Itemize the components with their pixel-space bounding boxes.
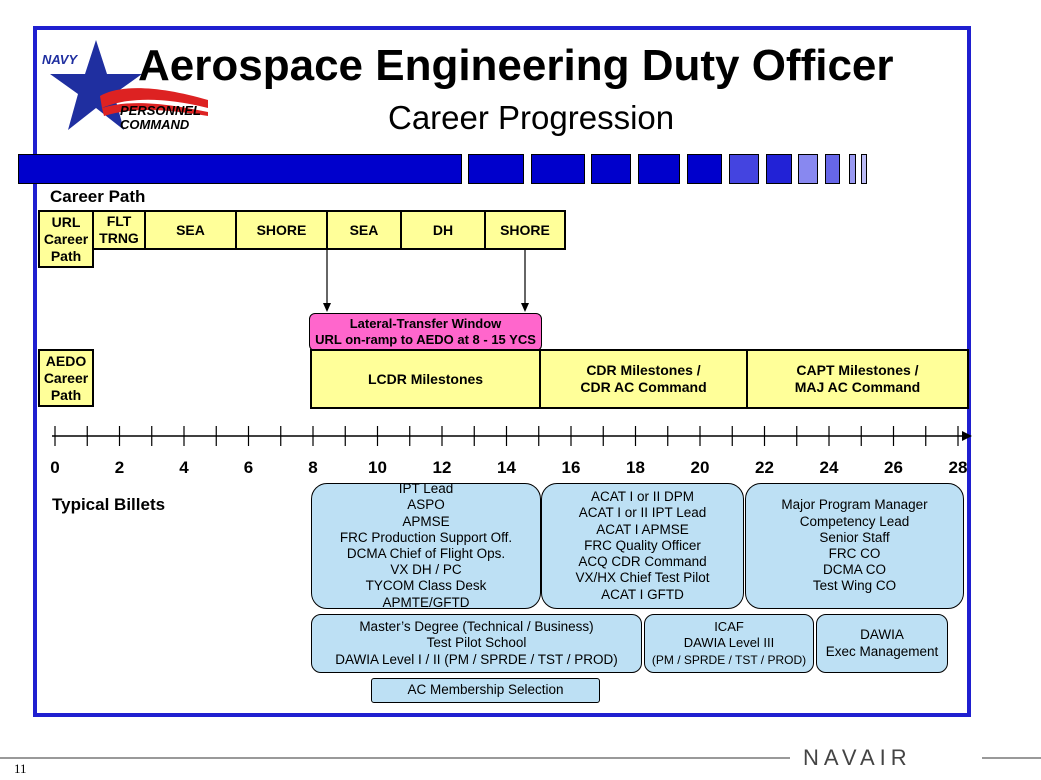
- transfer-arrows: [323, 250, 529, 312]
- navy-personnel-command-logo: NAVY PERSONNEL COMMAND: [40, 36, 212, 136]
- page-number: 11: [14, 761, 27, 776]
- navair-logo: NAVAIR: [803, 745, 912, 770]
- lcdr-milestones: LCDR Milestones: [310, 349, 541, 409]
- navy-star-icon: [50, 40, 208, 130]
- cdr-milestones: CDR Milestones / CDR AC Command: [539, 349, 748, 409]
- progress-bar-segment: [849, 154, 856, 184]
- timeline-label: 10: [368, 458, 387, 477]
- logo-navy-text: NAVY: [42, 52, 78, 67]
- progress-bar-segment: [798, 154, 818, 184]
- aedo-career-path-box: AEDO Career Path: [38, 349, 94, 407]
- ac-membership-selection: AC Membership Selection: [371, 678, 600, 703]
- typical-billets-label: Typical Billets: [52, 495, 166, 514]
- progress-bar-segment: [531, 154, 585, 184]
- progress-bar-segment: [766, 154, 792, 184]
- footer-line: [0, 757, 1041, 759]
- timeline-label: 20: [690, 458, 710, 477]
- page-subtitle: Career Progression: [388, 99, 675, 136]
- progress-bar-segment: [729, 154, 759, 184]
- progress-bar-segment: [638, 154, 680, 184]
- timeline-label: 2: [114, 458, 125, 477]
- progress-bar-segment: [591, 154, 631, 184]
- capt-milestones: CAPT Milestones / MAJ AC Command: [746, 349, 969, 409]
- segment-sea: SEA: [144, 210, 237, 250]
- career-path-label: Career Path: [50, 187, 146, 206]
- timeline-label: 12: [432, 458, 452, 477]
- page-title: Aerospace Engineering Duty Officer: [138, 41, 894, 90]
- timeline-label: 4: [179, 458, 189, 477]
- progress-bar-segment: [468, 154, 524, 184]
- timeline-label: 16: [561, 458, 581, 477]
- progress-bar-segment: [861, 154, 867, 184]
- timeline-label: 24: [819, 458, 839, 477]
- timeline-label: 0: [50, 458, 60, 477]
- timeline-label: 22: [755, 458, 774, 477]
- timeline-label: 18: [626, 458, 645, 477]
- progress-bar-segment: [825, 154, 840, 184]
- slide-frame: [33, 26, 971, 717]
- timeline-label: 14: [497, 458, 516, 477]
- timeline-label: 26: [884, 458, 903, 477]
- segment-shore: SHORE: [235, 210, 328, 250]
- logo-personnel-text: PERSONNEL COMMAND: [120, 103, 201, 132]
- timeline-label: 6: [243, 458, 254, 477]
- timeline-axis: [52, 426, 972, 446]
- timeline-label: 8: [308, 458, 318, 477]
- progress-bar-segment: [18, 154, 462, 184]
- timeline-label: 28: [948, 458, 968, 477]
- lateral-transfer-window: Lateral-Transfer Window URL on-ramp to A…: [309, 313, 542, 351]
- segment-shore: SHORE: [484, 210, 566, 250]
- progress-bar-segment: [687, 154, 722, 184]
- education-lcdr: Master’s Degree (Technical / Business)Te…: [311, 614, 642, 673]
